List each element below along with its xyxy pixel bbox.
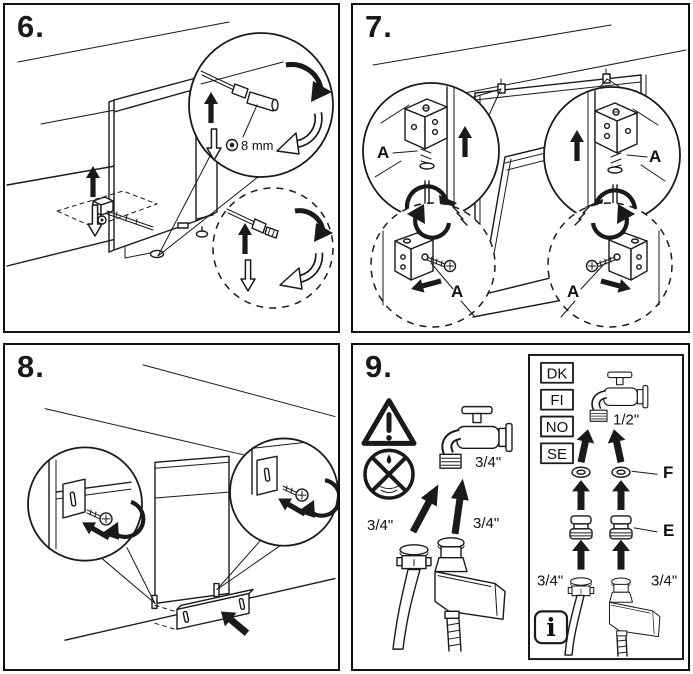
- socket-tool: [231, 83, 249, 99]
- no-flame-icon: [363, 448, 415, 500]
- step-number-8: 8.: [17, 349, 45, 384]
- country-dk: DK: [547, 365, 568, 382]
- seal-washer: [611, 466, 631, 478]
- country-se: SE: [547, 446, 567, 463]
- adapter-fitting: [609, 515, 633, 540]
- panel9-figure: 3/4" 3/4" 3/4": [361, 353, 684, 661]
- adapter-fitting: [569, 515, 593, 540]
- callout-pointer: [157, 155, 211, 257]
- right-hose-size-label: 3/4": [473, 515, 499, 532]
- right-hinge-bracket: [602, 73, 611, 84]
- step-number-9: 9.: [365, 349, 393, 384]
- step-number-6: 6.: [17, 9, 45, 44]
- nordic-inset: DK FI NO SE 1/2" F: [528, 353, 684, 661]
- leveling-foot-detail: [56, 190, 158, 231]
- inlet-hose: [564, 577, 595, 656]
- adapter-label: E: [663, 521, 674, 540]
- bracket-label: A: [451, 282, 463, 301]
- worktop-lines: [44, 364, 336, 457]
- magnifier-front-foot: 8 mm: [188, 32, 334, 178]
- bracket-label: A: [567, 282, 579, 301]
- magnifier-right-screw: [229, 437, 338, 547]
- socket-size-icon: [225, 138, 239, 152]
- screwdriver-bit: [251, 218, 267, 234]
- rear-foot: [195, 230, 209, 238]
- bracket-label: A: [377, 143, 389, 162]
- inset-left-hose-size: 3/4": [537, 573, 563, 590]
- magnifier-rear-foot: [212, 187, 334, 309]
- magnifier-left-screw: [27, 446, 146, 562]
- rotate-cw-arrow: [285, 62, 324, 90]
- bracket-label: A: [649, 147, 661, 166]
- connect-arrow: [446, 477, 472, 536]
- aquastop-hose: [434, 537, 506, 652]
- callout-pointer: [100, 557, 156, 604]
- warning-triangle-icon: [361, 398, 417, 446]
- panel7-figure: A A A: [362, 24, 687, 328]
- inlet-hose: [392, 544, 432, 650]
- panel6-figure: 8 mm: [6, 21, 334, 309]
- left-hose-size-label: 3/4": [367, 517, 393, 534]
- inset-right-hose-size: 3/4": [651, 573, 677, 590]
- step-number-7: 7.: [365, 9, 393, 44]
- front-foot: [149, 249, 165, 259]
- panel8-figure: [27, 364, 338, 641]
- country-no: NO: [546, 419, 568, 436]
- seal-washer: [571, 466, 591, 478]
- country-fi: FI: [550, 392, 563, 409]
- info-icon: i: [533, 610, 569, 645]
- panel-step-7: 7.: [351, 3, 690, 333]
- callout-pointer: [488, 88, 502, 116]
- panel-step-9: 9.: [351, 343, 690, 671]
- magnifier-bottom-left-bracket: A: [370, 203, 496, 328]
- panel-step-8: 8.: [3, 343, 340, 671]
- plinth-clip: [213, 582, 220, 598]
- seal-label: F: [663, 463, 673, 482]
- connect-arrow: [405, 480, 447, 537]
- left-hinge-bracket: [497, 83, 506, 94]
- aquastop-hose: [608, 577, 661, 657]
- panel-step-6: 6.: [3, 3, 340, 333]
- magnifier-top-right-bracket: A: [543, 86, 681, 239]
- plinth-panel: [154, 588, 254, 630]
- tap-size-label: 3/4": [475, 454, 501, 471]
- socket-size-label: 8 mm: [241, 138, 274, 153]
- country-codes: DK FI NO SE: [540, 361, 574, 465]
- inset-tap-size-label: 1/2": [613, 412, 639, 429]
- magnifier-bottom-right-bracket: A: [547, 203, 673, 328]
- info-symbol: i: [546, 613, 555, 642]
